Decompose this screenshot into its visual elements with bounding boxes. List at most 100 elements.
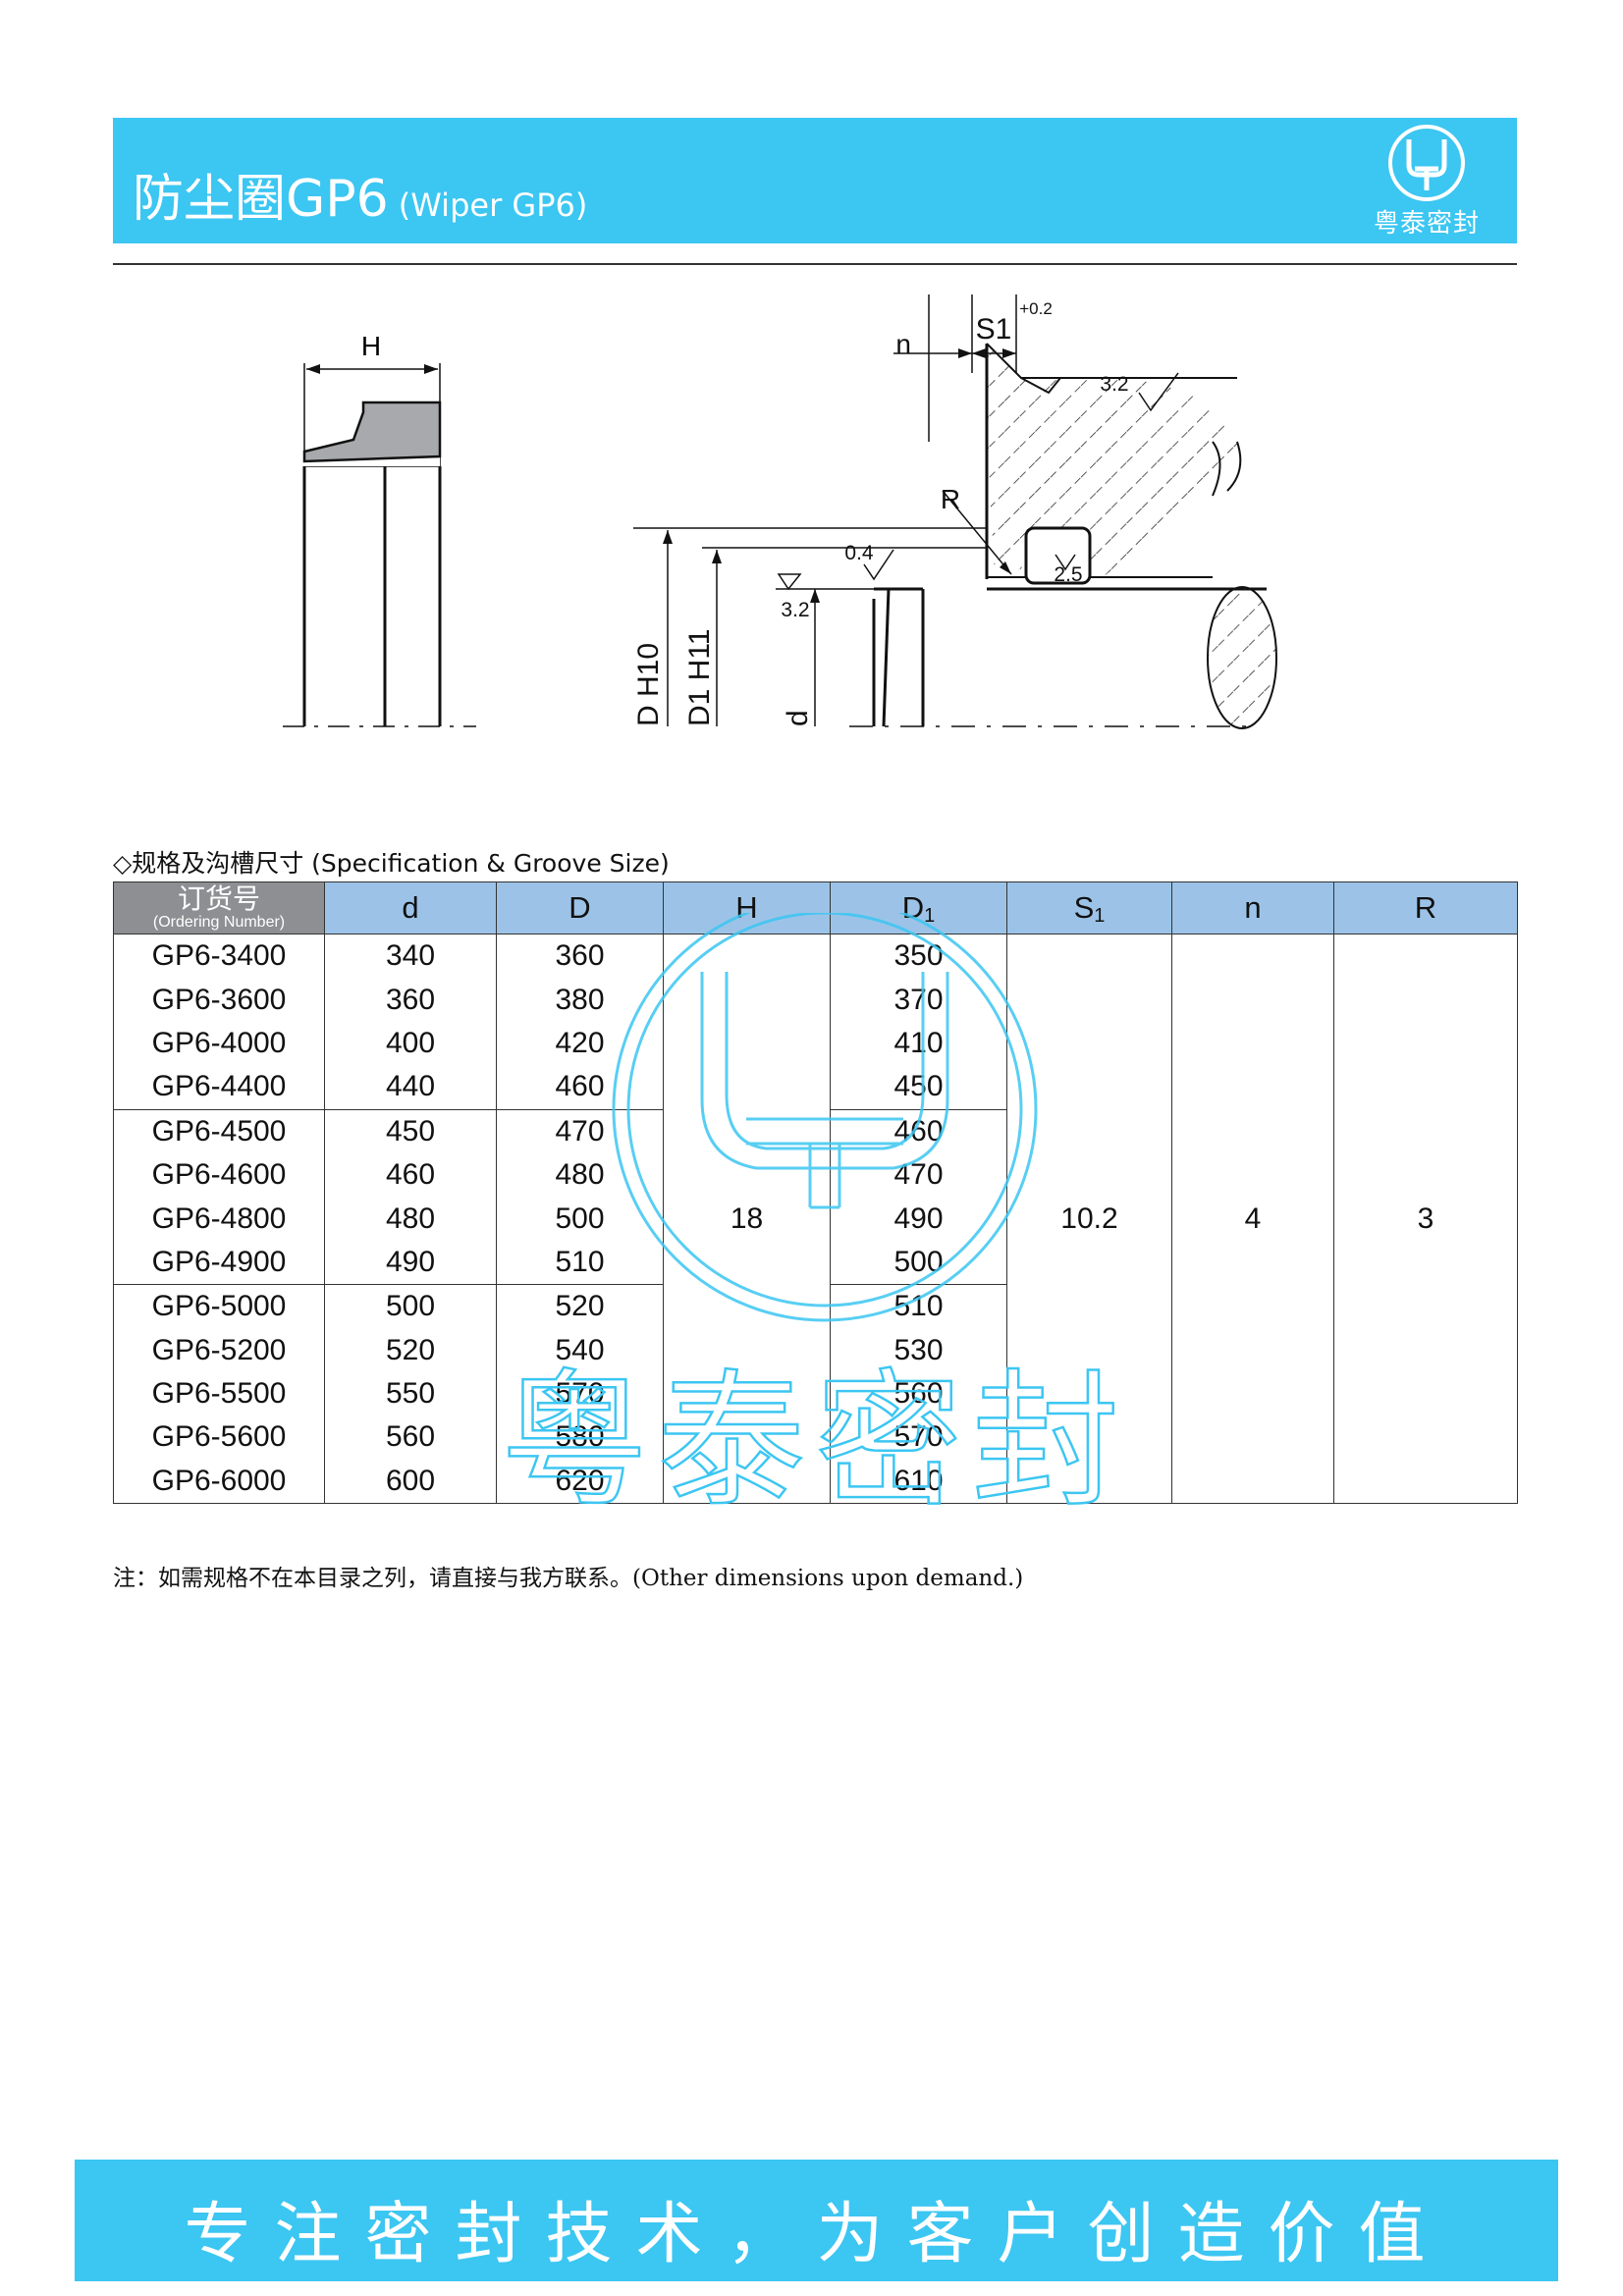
dimension-lines [633, 294, 1017, 726]
header-H: H [663, 881, 831, 934]
cell-code: GP6-3400 [113, 934, 325, 979]
cell-d: 360 [324, 978, 497, 1022]
footer-slogan: 专注密封技术，为客户创造价值 [184, 2196, 1449, 2273]
cell-D: 520 [496, 1284, 664, 1329]
brand-name: 粤泰密封 [1373, 209, 1480, 239]
header-D1-sub: 1 [924, 905, 936, 927]
label-s1-tolerance: +0.2 [1019, 299, 1053, 318]
label-d1-h11: D1 H11 [683, 629, 716, 727]
cell-d: 440 [324, 1065, 497, 1110]
cell-D1: 460 [830, 1109, 1007, 1153]
cell-D1: 560 [830, 1371, 1007, 1416]
cell-D: 360 [496, 934, 664, 979]
header-divider [113, 263, 1517, 265]
cell-code: GP6-4900 [113, 1240, 325, 1286]
cell-D: 620 [496, 1459, 664, 1505]
cell-code: GP6-5200 [113, 1328, 325, 1372]
cell-d: 340 [324, 934, 497, 979]
label-d-h10: D H10 [632, 643, 665, 726]
cell-D1: 530 [830, 1328, 1007, 1372]
cell-D: 420 [496, 1021, 664, 1066]
table-row: GP6-5500 550 570 560 [113, 1371, 1518, 1416]
title-subtitle: (Wiper GP6) [398, 187, 588, 224]
page-title: 防尘圈GP6(Wiper GP6) [133, 157, 587, 231]
cell-D1: 470 [830, 1152, 1007, 1198]
cell-D1: 570 [830, 1415, 1007, 1460]
table-row: GP6-5600 560 580 570 [113, 1415, 1518, 1460]
brand-logo: 粤泰密封 [1358, 124, 1495, 240]
spec-table: 订货号 (Ordering Number) d D H D1 S1 n R GP… [113, 881, 1518, 1505]
cell-d: 500 [324, 1284, 497, 1329]
cell-n-merged: 4 [1171, 934, 1334, 1505]
label-d: d [782, 710, 814, 726]
label-h: H [361, 331, 381, 361]
cell-code: GP6-3600 [113, 978, 325, 1022]
cell-d: 490 [324, 1240, 497, 1286]
cell-D: 570 [496, 1371, 664, 1416]
arrowheads [663, 348, 1016, 603]
header-D1: D1 [830, 881, 1007, 934]
cell-d: 550 [324, 1371, 497, 1416]
cell-s1-merged: 10.2 [1006, 934, 1172, 1505]
label-roughness-top: 3.2 [1100, 373, 1128, 396]
cell-code: GP6-5500 [113, 1371, 325, 1416]
cell-D1: 370 [830, 978, 1007, 1022]
header-D1-base: D [901, 890, 925, 925]
footnote: 注：如需规格不在本目录之列，请直接与我方联系。(Other dimensions… [113, 1566, 1024, 1591]
cell-code: GP6-4400 [113, 1065, 325, 1110]
cell-d: 520 [324, 1328, 497, 1372]
header-S1: S1 [1006, 881, 1172, 934]
title-main: 防尘圈GP6 [133, 170, 389, 229]
cell-code: GP6-5600 [113, 1415, 325, 1460]
cell-d: 600 [324, 1459, 497, 1505]
header-d: d [324, 881, 497, 934]
cell-h-merged: 18 [663, 934, 831, 1505]
table-row: GP6-6000 600 620 610 [113, 1459, 1518, 1505]
label-s1: S1 [976, 313, 1012, 346]
cell-D1: 450 [830, 1065, 1007, 1110]
cell-D: 510 [496, 1240, 664, 1286]
header-S1-base: S [1073, 890, 1095, 925]
header-R: R [1333, 881, 1518, 934]
dimension-h: H [306, 331, 438, 374]
label-n: n [895, 329, 911, 359]
header-bar: 防尘圈GP6(Wiper GP6) 粤泰密封 [113, 118, 1517, 243]
label-r: R [941, 484, 960, 514]
cell-D: 380 [496, 978, 664, 1022]
cell-code: GP6-4800 [113, 1197, 325, 1241]
cell-d: 480 [324, 1197, 497, 1241]
label-roughness-left: 3.2 [781, 599, 809, 621]
seal-cross-section [283, 363, 476, 727]
cell-D: 460 [496, 1065, 664, 1110]
label-roughness-groove: 2.5 [1054, 563, 1082, 586]
roughness-symbols [777, 372, 1179, 591]
housing-section [985, 343, 1267, 591]
cell-D1: 510 [830, 1284, 1007, 1329]
header-ordering-number: 订货号 (Ordering Number) [113, 881, 325, 934]
table-row: GP6-3400 340 360 18 350 10.2 4 3 [113, 934, 1518, 1505]
cell-D1: 350 [830, 934, 1007, 979]
footer-bar: 专注密封技术，为客户创造价值 [75, 2160, 1558, 2281]
cell-code: GP6-5000 [113, 1284, 325, 1329]
cell-code: GP6-4500 [113, 1109, 325, 1153]
cell-D: 580 [496, 1415, 664, 1460]
cell-d: 450 [324, 1109, 497, 1153]
cell-d: 560 [324, 1415, 497, 1460]
cell-D1: 410 [830, 1021, 1007, 1066]
cell-code: GP6-4000 [113, 1021, 325, 1066]
cell-D1: 490 [830, 1197, 1007, 1241]
logo-icon [1388, 125, 1465, 201]
cell-D1: 500 [830, 1240, 1007, 1286]
rod-section [849, 586, 1277, 729]
section-heading: ◇规格及沟槽尺寸 (Specification & Groove Size) [113, 849, 670, 878]
cell-d: 460 [324, 1152, 497, 1198]
cell-d: 400 [324, 1021, 497, 1066]
header-S1-sub: 1 [1094, 905, 1106, 927]
table-header-row: 订货号 (Ordering Number) d D H D1 S1 n R [113, 881, 1518, 934]
header-ordering-cn: 订货号 [177, 882, 260, 915]
cell-r-merged: 3 [1333, 934, 1518, 1505]
table-row: GP6-5200 520 540 530 [113, 1328, 1518, 1372]
cell-D: 470 [496, 1109, 664, 1153]
cell-code: GP6-4600 [113, 1152, 325, 1198]
cell-D: 500 [496, 1197, 664, 1241]
